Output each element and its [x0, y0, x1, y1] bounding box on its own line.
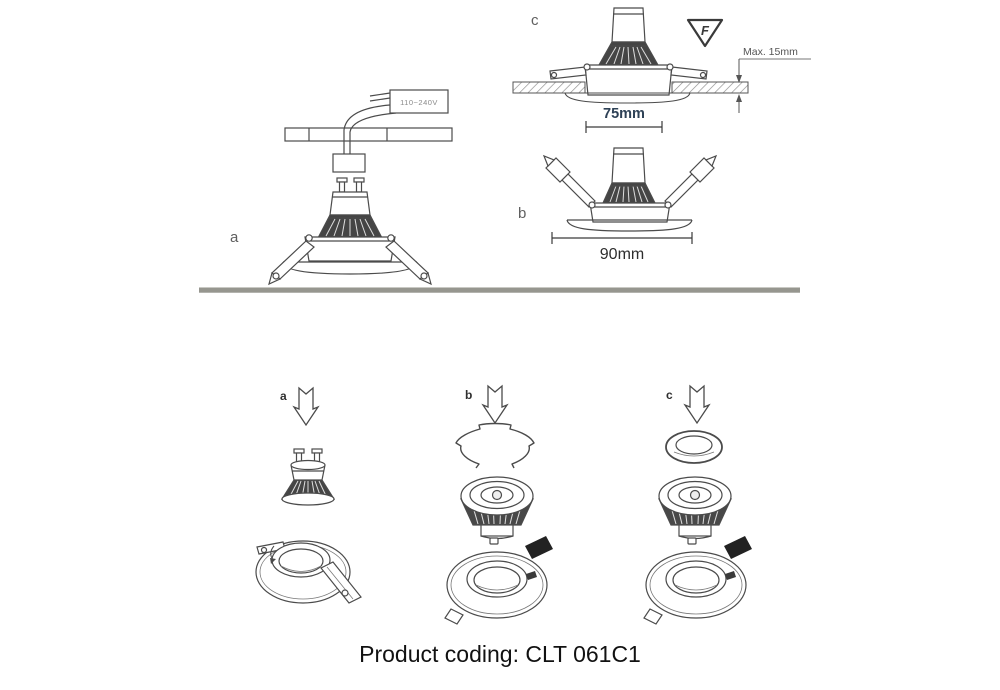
- gu10-lamp-drawing: [597, 7, 660, 66]
- spring-clip-right: [385, 240, 432, 286]
- installation-diagram-b: b: [518, 147, 718, 263]
- svg-text:Max. 15mm: Max. 15mm: [743, 46, 798, 58]
- collar-latch: [725, 571, 736, 580]
- driver-voltage-label: 110~240V: [400, 98, 438, 107]
- down-arrow-icon: [683, 384, 711, 425]
- diagram-c-label: c: [531, 12, 539, 29]
- assembly-step-b: b: [444, 384, 553, 625]
- down-arrow-icon: [292, 386, 320, 427]
- driver-box: [369, 89, 449, 114]
- svg-text:F: F: [701, 23, 710, 38]
- installation-diagram-c: c: [512, 7, 811, 133]
- step-c-label: c: [666, 388, 673, 402]
- cutout-dimension-label: 75mm: [603, 106, 645, 122]
- mounting-bar: [284, 127, 453, 142]
- assembly-step-a: a: [255, 386, 362, 604]
- retaining-spring-drawing: [455, 422, 535, 469]
- collar-latch: [526, 571, 537, 580]
- spring-clip-left: [542, 154, 596, 208]
- power-wire: [343, 104, 397, 154]
- rotate-arrow-icon: [270, 545, 276, 564]
- clip-tab-right: [320, 561, 362, 604]
- trim-ring-drawing: [643, 536, 752, 625]
- spring-clip-right: [664, 154, 718, 208]
- gu10-bulb-drawing: [460, 476, 534, 545]
- step-b-label: b: [465, 388, 472, 402]
- trim-ring-drawing: [255, 540, 362, 604]
- clip-tab-left: [444, 608, 464, 625]
- diameter-dimension-label: 90mm: [600, 246, 644, 263]
- cutout-dimension: [585, 121, 663, 133]
- down-arrow-icon: [481, 384, 509, 425]
- diagram-b-label: b: [518, 205, 526, 222]
- trim-ring-drawing: [268, 234, 432, 286]
- spring-clip-left: [549, 66, 587, 80]
- gu10-lamp-drawing: [602, 147, 656, 204]
- clip-tab-black: [525, 536, 553, 559]
- clip-tab-black: [724, 536, 752, 559]
- clip-tab-left: [256, 541, 286, 555]
- gu10-lamp-drawing: [317, 177, 383, 239]
- diagram-a-label: a: [230, 229, 239, 246]
- gu10-bulb-drawing: [280, 448, 336, 506]
- gu10-bulb-drawing: [658, 476, 732, 545]
- spring-clip-right: [670, 66, 708, 80]
- trim-ring-drawing: [444, 536, 553, 625]
- lamp-holder-box: [332, 153, 366, 173]
- trim-ring-drawing: [542, 154, 718, 232]
- max-depth-annotation: Max. 15mm: [736, 46, 811, 113]
- decorative-ring-drawing: [665, 430, 723, 464]
- assembly-step-c: c: [643, 384, 752, 625]
- diameter-dimension: [551, 232, 693, 244]
- trim-flange: [564, 92, 691, 104]
- ceiling-cross-section: [512, 81, 749, 94]
- product-coding-caption: Product coding: CLT 061C1: [359, 641, 641, 667]
- spring-clip-left: [268, 240, 315, 286]
- clip-tab-left: [643, 608, 663, 625]
- step-a-label: a: [280, 389, 287, 403]
- installation-diagram-a: 110~240V: [230, 89, 453, 286]
- section-divider: [199, 287, 800, 293]
- trim-ring-drawing: [549, 63, 708, 96]
- f-mark-icon: F: [686, 18, 724, 48]
